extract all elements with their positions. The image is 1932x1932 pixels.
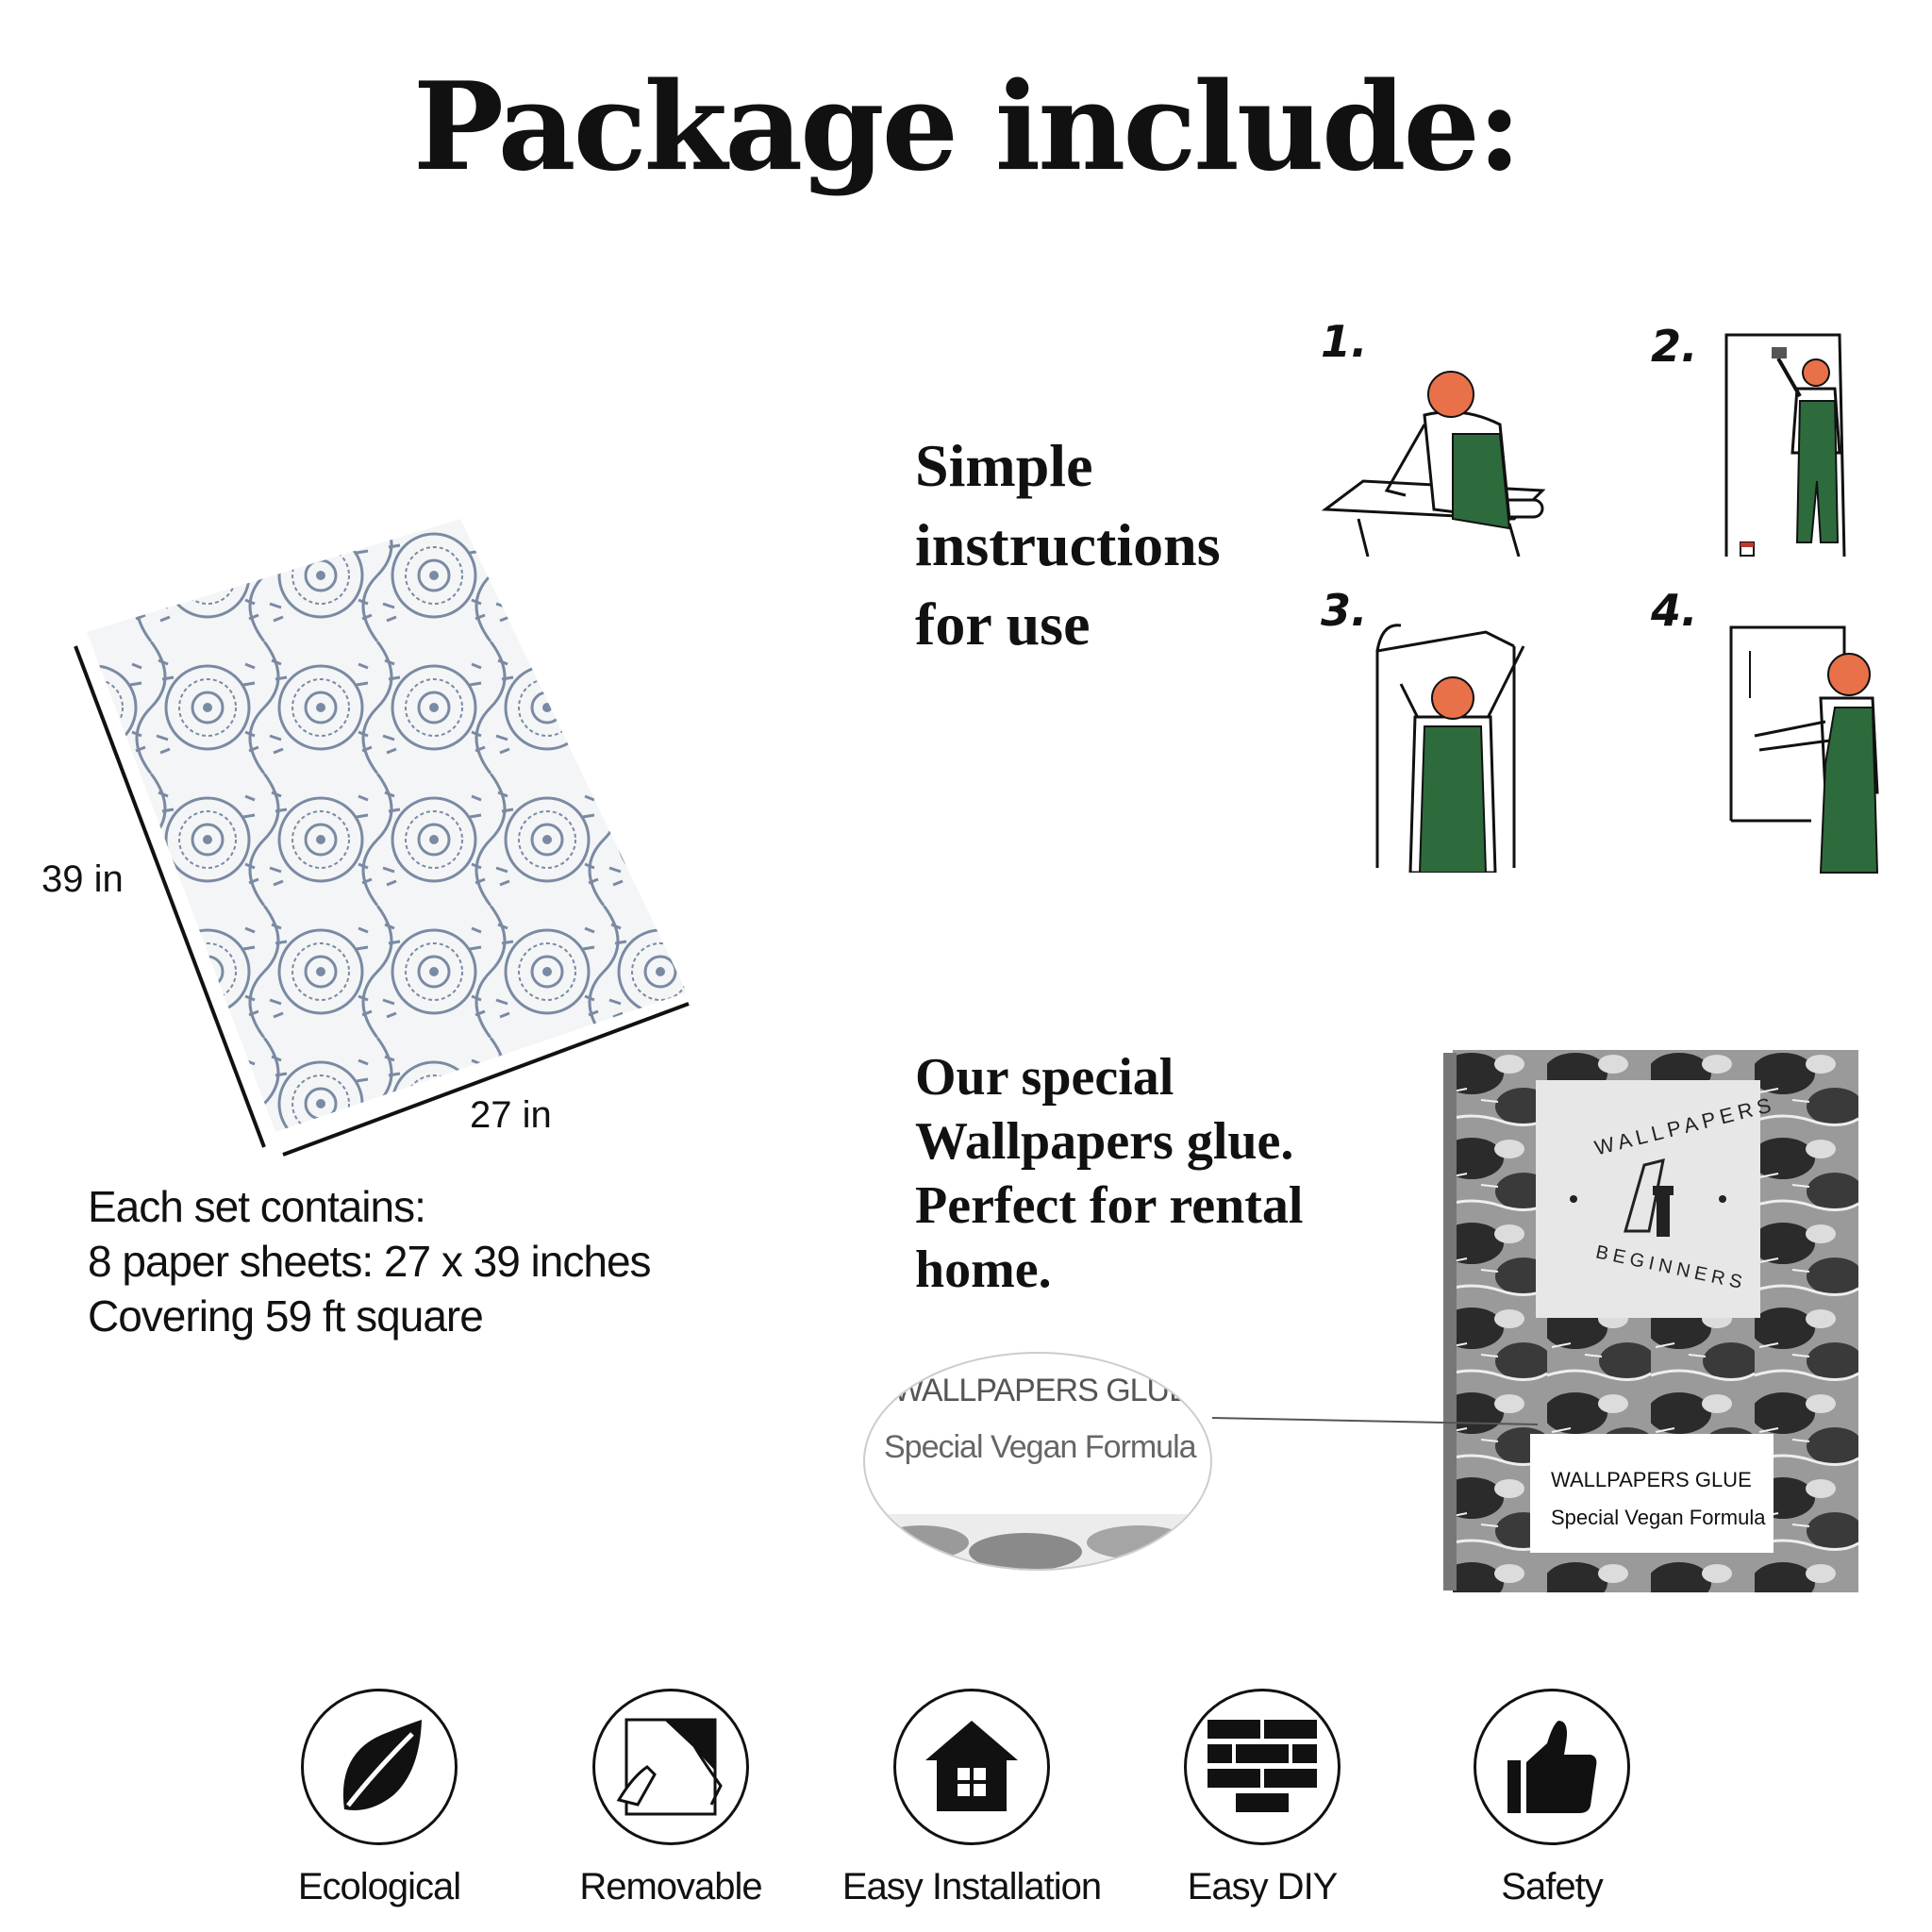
feature-safety: Safety <box>1420 1689 1684 1908</box>
glue-heading-line: home. <box>915 1241 1052 1299</box>
width-dimension-label: 27 in <box>470 1094 552 1136</box>
glue-brand-logo: WALLPAPERS BEGINNERS <box>1536 1080 1778 1318</box>
step-1-illustration <box>1321 371 1546 557</box>
feature-ecological: Ecological <box>247 1689 511 1908</box>
feature-label: Ecological <box>297 1866 461 1907</box>
leaf-icon <box>301 1689 458 1845</box>
feature-label: Easy Installation <box>841 1866 1102 1907</box>
zoomed-toile-strip <box>865 1514 1210 1569</box>
feature-label: Safety <box>1501 1866 1603 1907</box>
paint-brush-roll-icon <box>1570 1158 1726 1237</box>
instructions-heading: Simple instructions for use <box>915 426 1311 664</box>
step-3-illustration <box>1375 624 1525 873</box>
glue-heading-line: Our special <box>915 1048 1174 1107</box>
feature-easy-diy: Easy DIY <box>1130 1689 1394 1908</box>
feature-removable: Removable <box>539 1689 803 1908</box>
zoomed-label-line: Special Vegan Formula <box>884 1429 1197 1465</box>
glue-heading-line: Wallpapers glue. <box>915 1112 1294 1171</box>
glue-heading-line: Perfect for rental <box>915 1176 1304 1235</box>
set-info-line: Each set contains: <box>88 1182 426 1231</box>
wallpaper-sheet-illustration <box>74 519 690 1157</box>
peel-hands-icon <box>592 1689 749 1845</box>
step-number: 2. <box>1651 321 1698 372</box>
set-info-line: 8 paper sheets: 27 x 39 inches <box>88 1237 652 1286</box>
glue-label-line: WALLPAPERS GLUE <box>1551 1468 1752 1491</box>
glue-label: WALLPAPERS GLUE Special Vegan Formula <box>1530 1434 1774 1553</box>
feature-easy-installation: Easy Installation <box>830 1689 1113 1908</box>
step-2-illustration <box>1724 333 1846 558</box>
feature-label: Easy DIY <box>1187 1866 1339 1907</box>
thumbs-up-icon <box>1474 1689 1630 1845</box>
zoomed-label-callout: WALLPAPERS GLUE Special Vegan Formula <box>863 1352 1212 1571</box>
instructions-heading-line: for use <box>915 591 1091 658</box>
zoomed-label-line: WALLPAPERS GLUE <box>893 1373 1191 1408</box>
set-info-line: Covering 59 ft square <box>88 1291 484 1341</box>
step-number: 4. <box>1651 585 1698 636</box>
brick-wall-icon <box>1184 1689 1341 1845</box>
width-dimension-line <box>282 1002 690 1157</box>
height-dimension-line <box>74 645 266 1148</box>
set-info: Each set contains: 8 paper sheets: 27 x … <box>88 1179 767 1343</box>
glue-label-line: Special Vegan Formula <box>1551 1506 1766 1529</box>
house-icon <box>893 1689 1050 1845</box>
glue-heading: Our special Wallpapers glue. Perfect for… <box>915 1045 1349 1302</box>
step-number: 1. <box>1321 316 1368 367</box>
step-4-illustration <box>1729 625 1879 874</box>
step-number: 3. <box>1321 585 1368 636</box>
feature-label: Removable <box>579 1866 762 1907</box>
page-title: Package include: <box>412 57 1522 198</box>
callout-line <box>1212 1417 1538 1425</box>
height-dimension-label: 39 in <box>42 858 124 900</box>
instructions-heading-line: Simple <box>915 432 1093 499</box>
instructions-heading-line: instructions <box>915 511 1221 578</box>
